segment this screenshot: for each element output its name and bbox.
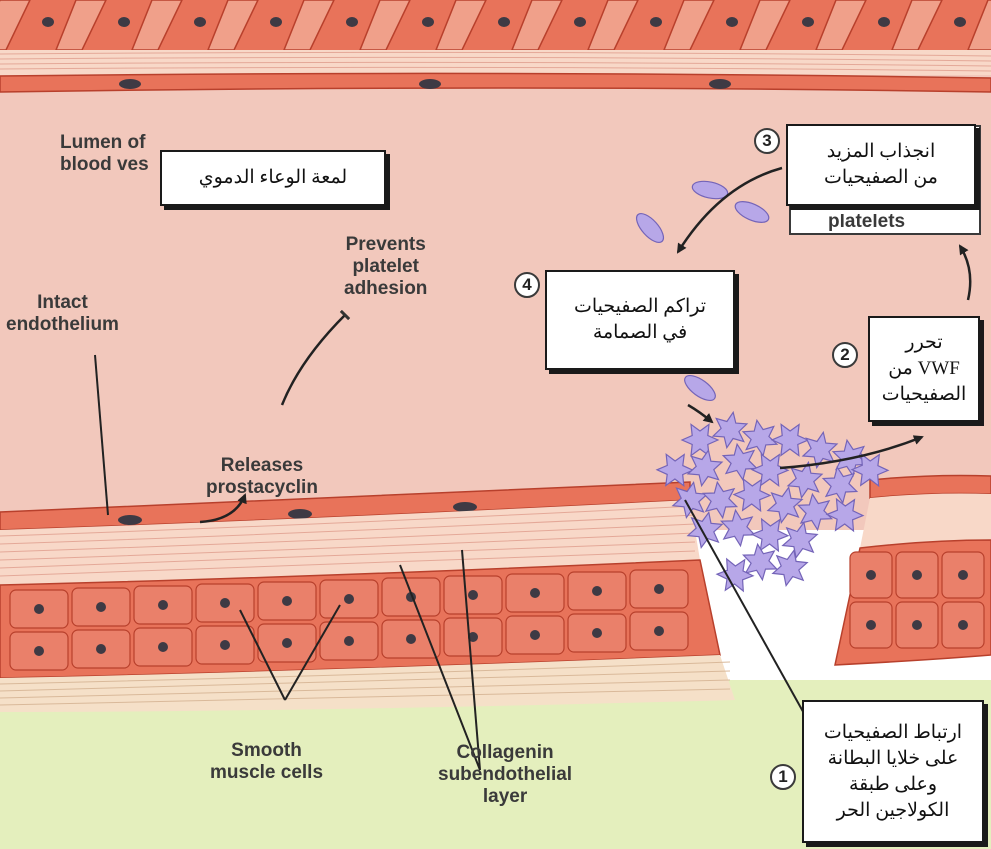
cell-nucleus — [958, 620, 968, 630]
step-1-marker: 1 — [770, 764, 796, 790]
cell-nucleus — [406, 634, 416, 644]
cell-nucleus — [42, 17, 54, 27]
cell-nucleus — [650, 17, 662, 27]
cell-nucleus — [422, 17, 434, 27]
cell-nucleus — [954, 17, 966, 27]
cell-nucleus — [866, 620, 876, 630]
top-endothelial-cell-layer — [0, 0, 991, 50]
cell-nucleus — [194, 17, 206, 27]
prevents-adhesion-label: Preventsplateletadhesion — [344, 234, 427, 300]
top-connective-tissue — [0, 50, 991, 75]
endothelial-nucleus — [119, 79, 141, 89]
endothelial-nucleus — [453, 502, 477, 512]
cell-nucleus — [158, 600, 168, 610]
cell-nucleus — [530, 630, 540, 640]
platelet — [773, 550, 807, 585]
cell-nucleus — [344, 636, 354, 646]
cell-nucleus — [34, 646, 44, 656]
cell-nucleus — [878, 17, 890, 27]
step-4-marker: 4 — [514, 272, 540, 298]
platelets-fragment-label: platelets — [828, 214, 905, 232]
cell-nucleus — [346, 17, 358, 27]
cell-nucleus — [802, 17, 814, 27]
cell-nucleus — [498, 17, 510, 27]
cell-nucleus — [220, 640, 230, 650]
cell-nucleus — [654, 584, 664, 594]
cell-nucleus — [530, 588, 540, 598]
cell-nucleus — [118, 17, 130, 27]
cell-nucleus — [96, 644, 106, 654]
cell-nucleus — [34, 604, 44, 614]
step-2-marker: 2 — [832, 342, 858, 368]
step-3-marker: 3 — [754, 128, 780, 154]
cell-nucleus — [282, 596, 292, 606]
cell-nucleus — [270, 17, 282, 27]
cell-nucleus — [866, 570, 876, 580]
endothelial-nucleus — [118, 515, 142, 525]
cell-nucleus — [96, 602, 106, 612]
endothelial-nucleus — [709, 79, 731, 89]
cell-nucleus — [592, 628, 602, 638]
platelet — [717, 559, 753, 591]
cell-nucleus — [220, 598, 230, 608]
cell-nucleus — [158, 642, 168, 652]
cell-nucleus — [958, 570, 968, 580]
cell-nucleus — [592, 586, 602, 596]
cell-nucleus — [344, 594, 354, 604]
endothelial-nucleus — [288, 509, 312, 519]
cell-nucleus — [468, 590, 478, 600]
cell-nucleus — [282, 638, 292, 648]
cell-nucleus — [574, 17, 586, 27]
endothelial-nucleus — [419, 79, 441, 89]
cell-nucleus — [654, 626, 664, 636]
lumen-arabic-box: لمعة الوعاء الدموي — [160, 150, 386, 206]
cell-nucleus — [912, 620, 922, 630]
cell-nucleus — [726, 17, 738, 27]
lumen-label-en: Lumen ofblood ves — [60, 132, 149, 176]
cell-nucleus — [912, 570, 922, 580]
